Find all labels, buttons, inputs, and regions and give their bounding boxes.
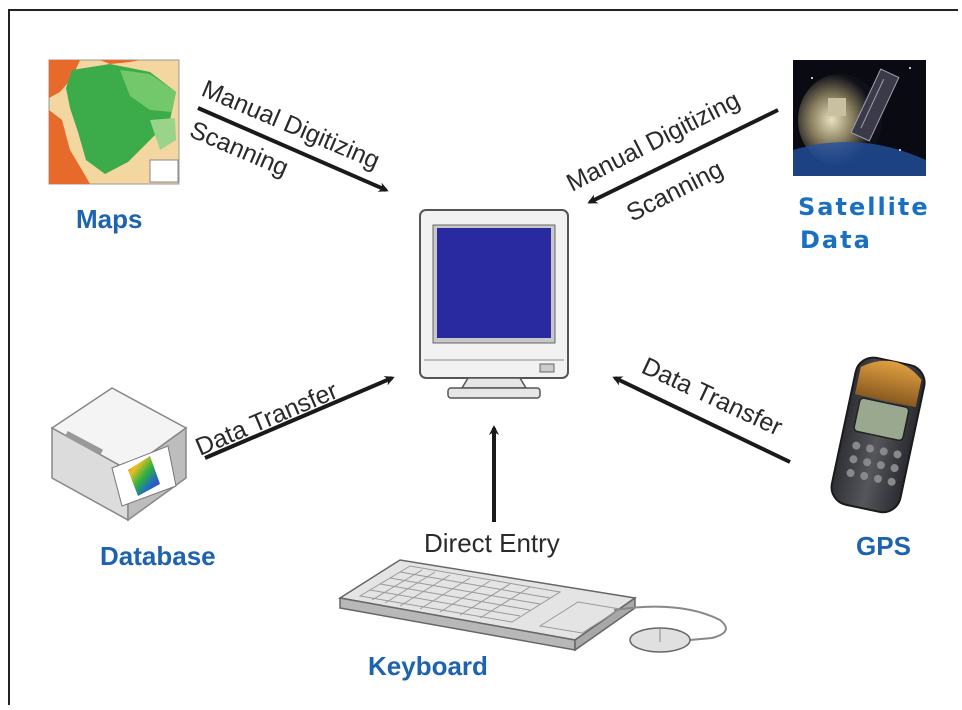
- satellite-label-line2: Data: [800, 226, 872, 254]
- arrow-maps-to-computer: [197, 106, 389, 192]
- satellite-label-line1: Satellite: [798, 193, 930, 221]
- gps-icon: [830, 356, 926, 514]
- arrow-gps-to-computer: [612, 376, 791, 464]
- database-icon: [50, 387, 188, 522]
- computer-screen: [437, 228, 551, 338]
- database-edge-label: Data Transfer: [191, 377, 341, 462]
- database-label: Database: [100, 541, 216, 571]
- arrow-database-to-computer: [204, 376, 395, 460]
- mouse-icon: [613, 605, 727, 653]
- keyboard-label: Keyboard: [368, 651, 488, 681]
- maps-icon: [48, 59, 180, 185]
- satellite-edge-label-line2: Scanning: [622, 155, 728, 227]
- computer-icon: [419, 209, 569, 399]
- gps-label: GPS: [856, 531, 911, 561]
- maps-label: Maps: [76, 204, 142, 234]
- keyboard-icon: [337, 559, 637, 652]
- satellite-icon: [793, 60, 926, 176]
- gps-edge-label: Data Transfer: [637, 352, 786, 441]
- arrow-satellite-to-computer: [587, 108, 779, 204]
- keyboard-edge-label: Direct Entry: [424, 528, 560, 558]
